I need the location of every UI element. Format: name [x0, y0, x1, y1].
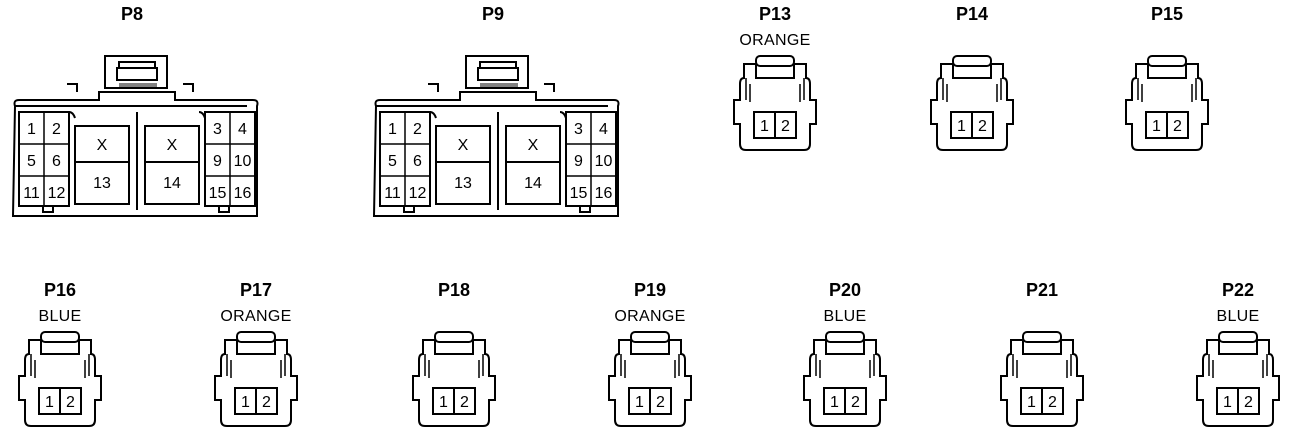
pin-2: 2 [66, 394, 75, 411]
connector-body-diagram: 1 2 [412, 331, 496, 427]
connector-body-diagram: 1 2 [1000, 331, 1084, 427]
pin-2: 2 [978, 118, 987, 135]
pin-10: 10 [234, 153, 252, 170]
connector-p21: P21 1 2 [987, 280, 1097, 436]
connector-color: BLUE [823, 308, 867, 325]
pin-2: 2 [52, 121, 61, 138]
pin-2: 2 [1048, 394, 1057, 411]
connector-body-diagram: 1 2 [930, 55, 1014, 151]
connector-body-diagram: 1 2 [1196, 331, 1280, 427]
pin-16: 16 [234, 185, 252, 202]
pin-1: 1 [760, 118, 769, 135]
connector-body-diagram: 1 2 [733, 55, 817, 151]
pin-12: 12 [409, 185, 427, 202]
pin-13: 13 [93, 175, 111, 192]
pin-x-left: X [97, 137, 108, 154]
pin-2: 2 [460, 394, 469, 411]
pin-5: 5 [27, 153, 36, 170]
pin-x-right: X [528, 137, 539, 154]
connector-color: ORANGE [614, 308, 686, 325]
pin-6: 6 [52, 153, 61, 170]
pin-2: 2 [413, 121, 422, 138]
connector-p8: P8 [7, 4, 259, 224]
connector-p22: P22 BLUE 1 2 [1183, 280, 1293, 436]
connector-title: P15 [1150, 4, 1184, 24]
connector-title: P8 [120, 4, 144, 24]
connector-p9: P9 [368, 4, 620, 224]
connector-p13: P13 ORANGE 1 2 [720, 4, 830, 160]
connector-title: P18 [437, 280, 471, 300]
pin-14: 14 [163, 175, 181, 192]
pin-2: 2 [851, 394, 860, 411]
connector-title: P21 [1025, 280, 1059, 300]
connector-body-diagram: 1 2 [18, 331, 102, 427]
pin-1: 1 [1223, 394, 1232, 411]
connector-p17: P17 ORANGE 1 2 [201, 280, 311, 436]
pin-15: 15 [209, 185, 227, 202]
pin-1: 1 [957, 118, 966, 135]
connector-body-diagram: 1 2 [1125, 55, 1209, 151]
connector-p15: P15 1 2 [1112, 4, 1222, 160]
pin-3: 3 [213, 121, 222, 138]
pin-16: 16 [595, 185, 613, 202]
pin-14: 14 [524, 175, 542, 192]
pin-2: 2 [262, 394, 271, 411]
pin-1: 1 [635, 394, 644, 411]
connector-title: P20 [828, 280, 862, 300]
connector-color: ORANGE [739, 32, 811, 49]
pin-11: 11 [23, 185, 40, 202]
connector-color: BLUE [1216, 308, 1260, 325]
pin-13: 13 [454, 175, 472, 192]
pin-1: 1 [27, 121, 36, 138]
pin-11: 11 [384, 185, 401, 202]
connector-body-diagram: 1 2 [608, 331, 692, 427]
connector-p20: P20 BLUE 1 2 [790, 280, 900, 436]
connector-p14: P14 1 2 [917, 4, 1027, 160]
pin-1: 1 [241, 394, 250, 411]
pin-x-right: X [167, 137, 178, 154]
pin-5: 5 [388, 153, 397, 170]
pin-10: 10 [595, 153, 613, 170]
pin-1: 1 [45, 394, 54, 411]
connector-title: P19 [633, 280, 667, 300]
pin-2: 2 [1173, 118, 1182, 135]
pin-1: 1 [1027, 394, 1036, 411]
connector-title: P16 [43, 280, 77, 300]
pin-9: 9 [213, 153, 222, 170]
pin-12: 12 [48, 185, 66, 202]
pin-2: 2 [656, 394, 665, 411]
pin-4: 4 [599, 121, 608, 138]
pin-6: 6 [413, 153, 422, 170]
connector-p18: P18 1 2 [399, 280, 509, 436]
pin-4: 4 [238, 121, 247, 138]
pin-2: 2 [1244, 394, 1253, 411]
pin-15: 15 [570, 185, 588, 202]
pin-9: 9 [574, 153, 583, 170]
connector-title: P17 [239, 280, 273, 300]
connector-color: ORANGE [220, 308, 292, 325]
connector-title: P13 [758, 4, 792, 24]
connector-body-diagram: 1 2 [214, 331, 298, 427]
connector-color: BLUE [38, 308, 82, 325]
connector-title: P9 [481, 4, 505, 24]
connector-title: P22 [1221, 280, 1255, 300]
pin-1: 1 [830, 394, 839, 411]
pin-3: 3 [574, 121, 583, 138]
pin-1: 1 [1152, 118, 1161, 135]
pin-1: 1 [388, 121, 397, 138]
pin-2: 2 [781, 118, 790, 135]
pin-1: 1 [439, 394, 448, 411]
connector-body-diagram: 1 2 [803, 331, 887, 427]
connector-p19: P19 ORANGE 1 2 [595, 280, 705, 436]
connector-title: P14 [955, 4, 989, 24]
connector-p16: P16 BLUE 1 2 [5, 280, 115, 436]
pin-x-left: X [458, 137, 469, 154]
